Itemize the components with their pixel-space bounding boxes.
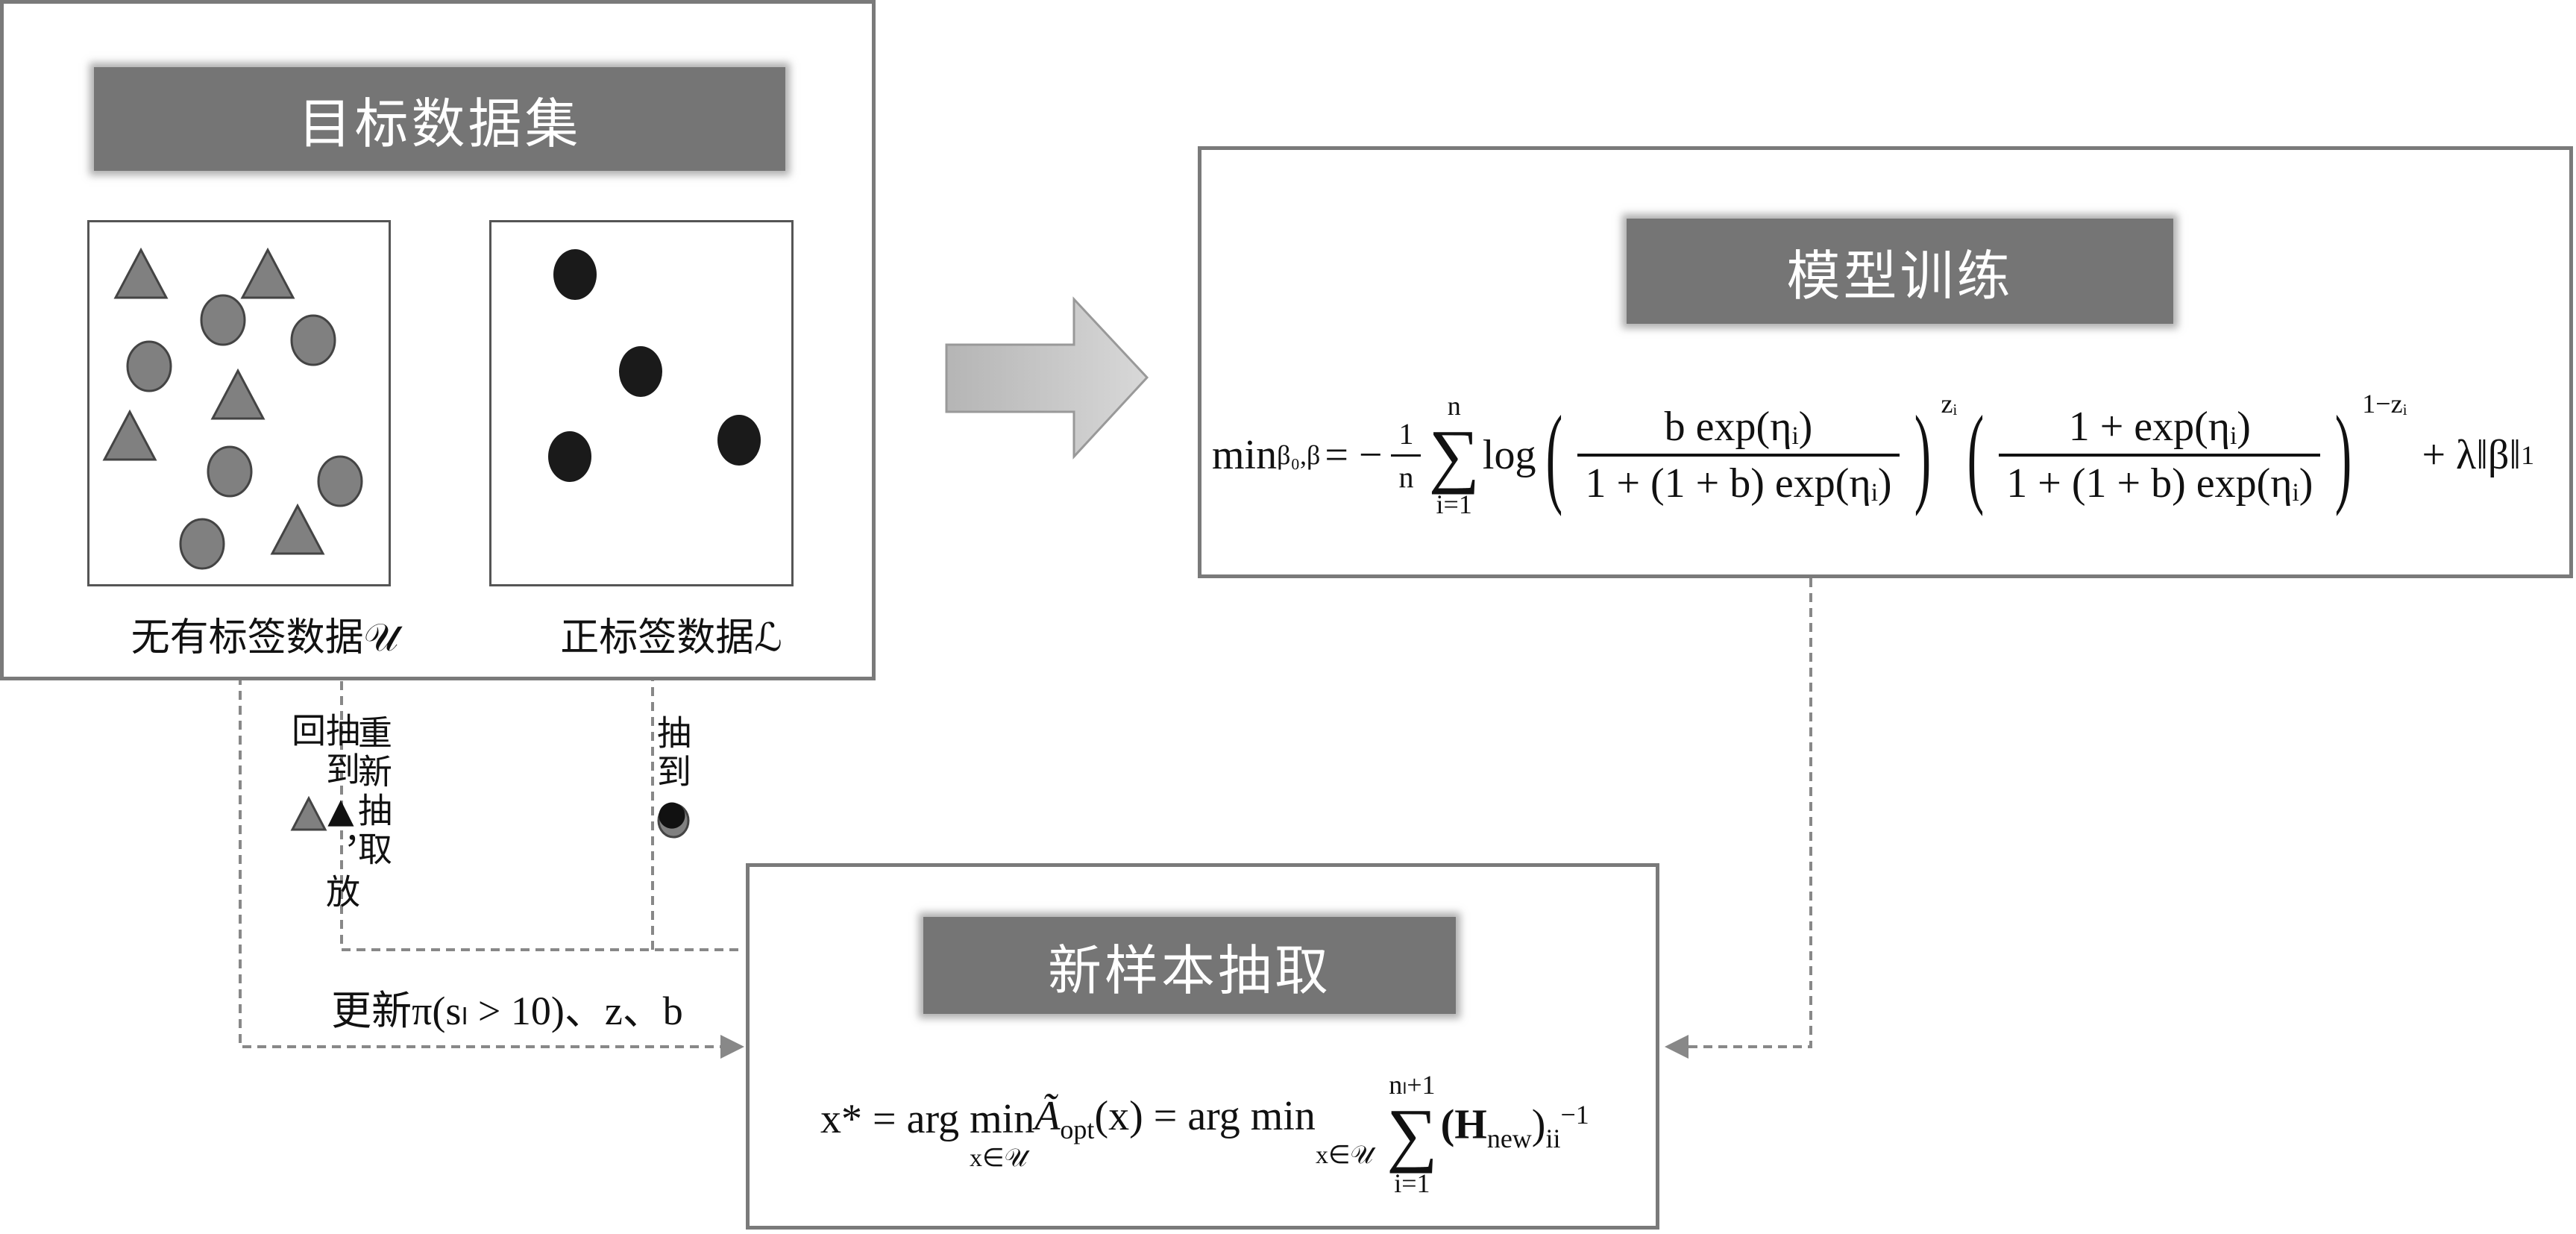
positive-set-box (489, 220, 794, 586)
resample-annotation: 重新抽取 (353, 715, 393, 870)
dataset-title: 目标数据集 (94, 67, 785, 171)
update-annotation: 更新π(sₗ > 10)、z、b (331, 989, 683, 1033)
unlabeled-set-box (87, 220, 391, 586)
draw-circle-annotation: 抽到● (652, 715, 692, 837)
training-panel (1198, 146, 2573, 578)
training-title: 模型训练 (1627, 219, 2173, 324)
draw-triangle-annotation: 抽到▲，放回 (286, 712, 361, 912)
sampling-title: 新样本抽取 (923, 917, 1456, 1014)
dashed-connector-model (1665, 578, 1812, 1059)
flow-arrow (945, 296, 1149, 460)
positive-set-label: 正标签数据ℒ (560, 616, 782, 660)
dashed-connector-update (239, 586, 744, 1059)
dashed-connector-resample (330, 591, 738, 951)
unlabeled-set-label: 无有标签数据𝒰 (131, 616, 399, 660)
